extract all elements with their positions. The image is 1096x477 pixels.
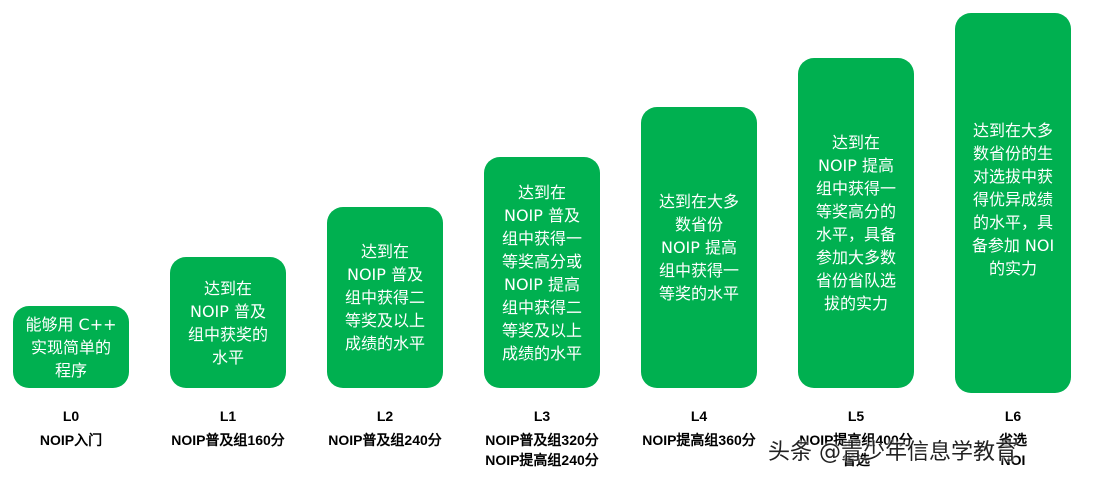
level-label-l2: L2 [376, 408, 394, 424]
step-box-l1: 达到在 NOIP 普及 组中获奖的 水平 [170, 257, 286, 388]
level-requirement-l2: NOIP普及组240分 [328, 432, 442, 448]
level-label-l4: L4 [690, 408, 708, 424]
step-box-l5: 达到在 NOIP 提高 组中获得一 等奖高分的 水平，具备 参加大多数 省份省队… [798, 58, 914, 388]
step-description: 达到在大多 数省份 NOIP 提高 组中获得一 等奖的水平 [658, 192, 739, 303]
step-description: 达到在 NOIP 提高 组中获得一 等奖高分的 水平，具备 参加大多数 省份省队… [815, 133, 896, 313]
step-box-l3: 达到在 NOIP 普及 组中获得一 等奖高分或 NOIP 提高 组中获得二 等奖… [484, 157, 600, 388]
step-box-l6: 达到在大多 数省份的生 对选拔中获 得优异成绩 的水平，具 备参加 NOI 的实… [955, 13, 1071, 393]
level-requirement-l5: NOIP提高组400分 省选 [799, 432, 913, 468]
level-label-l0: L0 [62, 408, 80, 424]
step-description: 能够用 C++ 实现简单的 程序 [25, 314, 117, 380]
step-box-l4: 达到在大多 数省份 NOIP 提高 组中获得一 等奖的水平 [641, 107, 757, 388]
step-box-l0: 能够用 C++ 实现简单的 程序 [13, 306, 129, 388]
step-description: 达到在 NOIP 普及 组中获奖的 水平 [187, 278, 268, 367]
level-requirement-l4: NOIP提高组360分 [642, 432, 756, 448]
level-label-l1: L1 [219, 408, 237, 424]
step-description: 达到在大多 数省份的生 对选拔中获 得优异成绩 的水平，具 备参加 NOI 的实… [971, 121, 1055, 278]
level-requirement-l0: NOIP入门 [39, 432, 103, 448]
level-label-l3: L3 [533, 408, 551, 424]
level-requirement-l6: 省选 NOI [999, 432, 1027, 468]
level-label-l6: L6 [1004, 408, 1022, 424]
level-label-l5: L5 [847, 408, 865, 424]
step-description: 达到在 NOIP 普及 组中获得一 等奖高分或 NOIP 提高 组中获得二 等奖… [501, 182, 582, 363]
level-requirement-l1: NOIP普及组160分 [171, 432, 285, 448]
watermark: 头条 @青少年信息学教育 [768, 440, 1017, 465]
step-box-l2: 达到在 NOIP 普及 组中获得二 等奖及以上 成绩的水平 [327, 207, 443, 388]
step-description: 达到在 NOIP 普及 组中获得二 等奖及以上 成绩的水平 [344, 242, 425, 353]
level-requirement-l3: NOIP普及组320分 NOIP提高组240分 [485, 432, 599, 468]
